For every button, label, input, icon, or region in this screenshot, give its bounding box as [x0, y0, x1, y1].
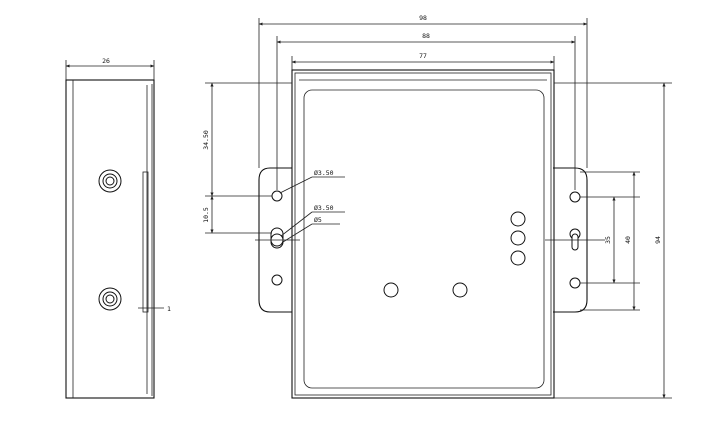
dimension-right-40: 40: [624, 236, 632, 244]
dimension-right-35: 35: [604, 236, 612, 244]
panel-port-left: [383, 282, 399, 298]
indicator-led-3: [510, 250, 526, 266]
dimension-width-88: 88: [422, 32, 430, 40]
dimension-width-98: 98: [419, 14, 427, 22]
connector-top: [98, 169, 122, 193]
dimension-height-94: 94: [654, 236, 662, 244]
right-mount-hole-bottom: [569, 277, 581, 289]
hole-callout-3-50-top: Ø3.50: [314, 169, 334, 177]
side-width-dimension: 26: [102, 57, 110, 65]
left-mount-hole-bottom: [271, 274, 283, 286]
panel-port-right: [452, 282, 468, 298]
connector-bottom: [98, 287, 122, 311]
right-mount-hole-top: [569, 191, 581, 203]
hole-callout-5: Ø5: [314, 216, 322, 224]
right-keyhole: [569, 228, 581, 251]
side-view: 26 1: [65, 57, 171, 399]
side-view-body: [65, 79, 155, 399]
dimension-offset-34-50: 34.50: [202, 130, 210, 150]
front-panel: [303, 89, 545, 389]
dimension-width-77: 77: [419, 52, 427, 60]
enclosure-body: [291, 69, 555, 399]
front-view: 98 88 77 94 34.50 10.5 Ø3.50 Ø3.50 Ø5: [202, 14, 672, 399]
indicator-led-1: [510, 211, 526, 227]
side-thickness-dimension: 1: [167, 305, 171, 313]
side-view-rail: [142, 171, 149, 313]
indicator-led-2: [510, 230, 526, 246]
left-keyhole: [270, 227, 284, 249]
dimension-offset-10-5: 10.5: [202, 207, 210, 223]
hole-callout-3-50-keyhole: Ø3.50: [314, 204, 334, 212]
